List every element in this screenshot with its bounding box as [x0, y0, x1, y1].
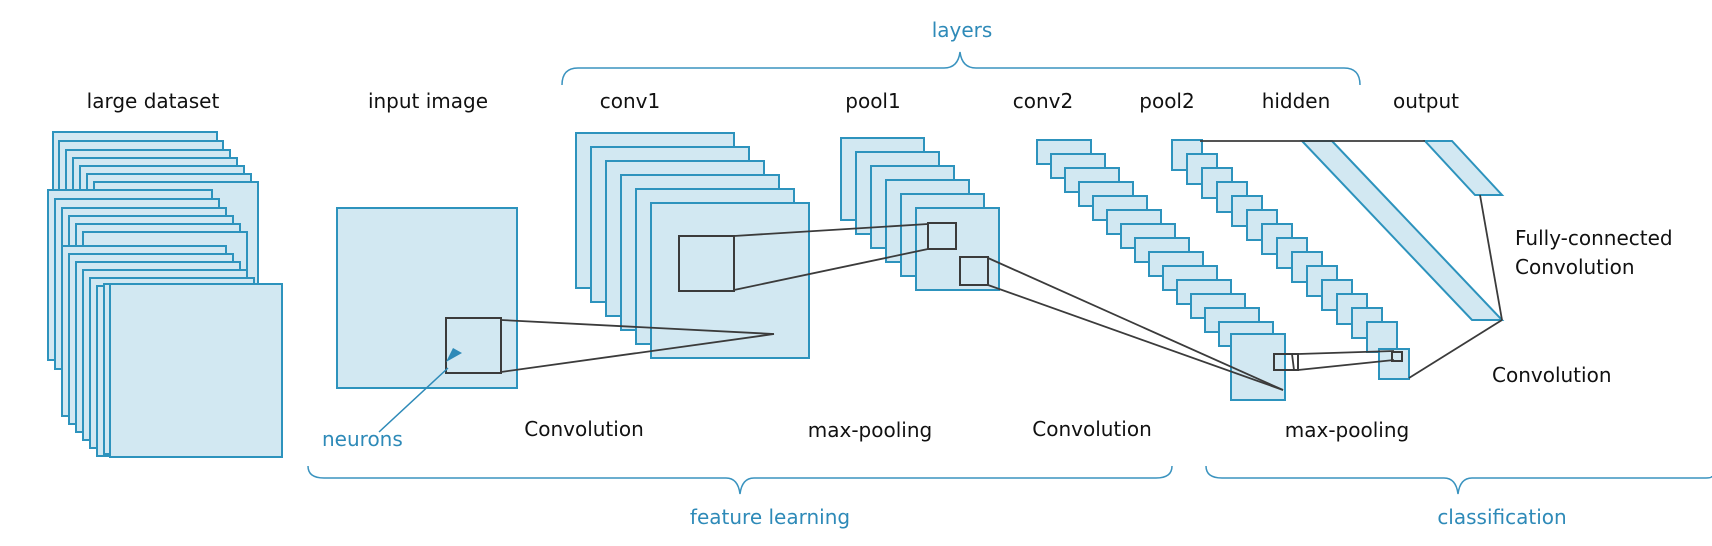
label-neurons: neurons: [322, 427, 403, 451]
label-max-pooling-1: max-pooling: [808, 418, 932, 442]
conv1-to-pool1-line-top: [733, 223, 929, 237]
label-input-image: input image: [368, 89, 488, 113]
label-pool1: pool1: [845, 89, 900, 113]
input-to-conv1-line-bottom: [500, 333, 775, 373]
conv1-stack: [575, 132, 810, 359]
label-conv2: conv2: [1013, 89, 1073, 113]
pool2-to-hidden-line: [1408, 319, 1503, 379]
pool2-feature-map: [1366, 321, 1398, 353]
label-max-pooling-2: max-pooling: [1285, 418, 1409, 442]
hidden-to-output-line: [1479, 194, 1503, 321]
label-convolution-1: Convolution: [524, 417, 644, 441]
pool1-stack: [840, 137, 1000, 291]
classification-brace: [1205, 465, 1712, 495]
connection-lines: [500, 140, 1503, 391]
conv2-to-pool2-line-bottom: [1297, 359, 1395, 371]
pool1-feature-map: [915, 207, 1000, 291]
conv2-box-divider: [1291, 353, 1295, 371]
conv1-to-pool1-line-bottom: [733, 248, 929, 291]
label-fully-connected-2: Convolution: [1515, 255, 1635, 279]
pool1-to-conv2-line-bottom: [987, 284, 1284, 391]
label-pool2: pool2: [1139, 89, 1194, 113]
label-large-dataset: large dataset: [87, 89, 220, 113]
conv2-stack: [1036, 139, 1286, 401]
large-dataset-stack: [47, 131, 283, 458]
label-convolution-3: Convolution: [1492, 363, 1612, 387]
conv2-receptive-box: [1273, 353, 1299, 371]
input-to-conv1-line-top: [500, 319, 775, 335]
layers-brace: [561, 51, 1361, 86]
label-hidden: hidden: [1262, 89, 1331, 113]
label-fully-connected-1: Fully-connected: [1515, 226, 1673, 250]
pool1-box-b: [959, 256, 989, 286]
conv1-receptive-box: [678, 235, 735, 292]
label-classification: classification: [1437, 505, 1566, 529]
output-layer-slab: [1422, 140, 1505, 196]
layers-label: layers: [932, 18, 993, 42]
conv2-to-pool2-line-top: [1297, 350, 1395, 355]
pool1-to-conv2-line-top: [987, 257, 1284, 391]
pool2-receptive-box: [1391, 351, 1403, 362]
label-convolution-2: Convolution: [1032, 417, 1152, 441]
conv1-feature-map: [650, 202, 810, 359]
pool1-box-a: [927, 222, 957, 250]
receptive-field-box: [445, 317, 502, 374]
input-image: [336, 207, 518, 389]
pool2-last-feature-map: [1378, 348, 1410, 380]
conv2-last-feature-map: [1230, 333, 1286, 401]
input-image-map: [336, 207, 518, 433]
pool2-stack: [1171, 139, 1410, 380]
dataset-image: [109, 283, 283, 458]
neurons-pointer-line: [378, 367, 449, 433]
feature-learning-brace: [307, 465, 1173, 495]
label-feature-learning: feature learning: [690, 505, 850, 529]
neurons-pointer-arrowhead: [446, 348, 462, 362]
label-output: output: [1393, 89, 1459, 113]
label-conv1: conv1: [600, 89, 660, 113]
